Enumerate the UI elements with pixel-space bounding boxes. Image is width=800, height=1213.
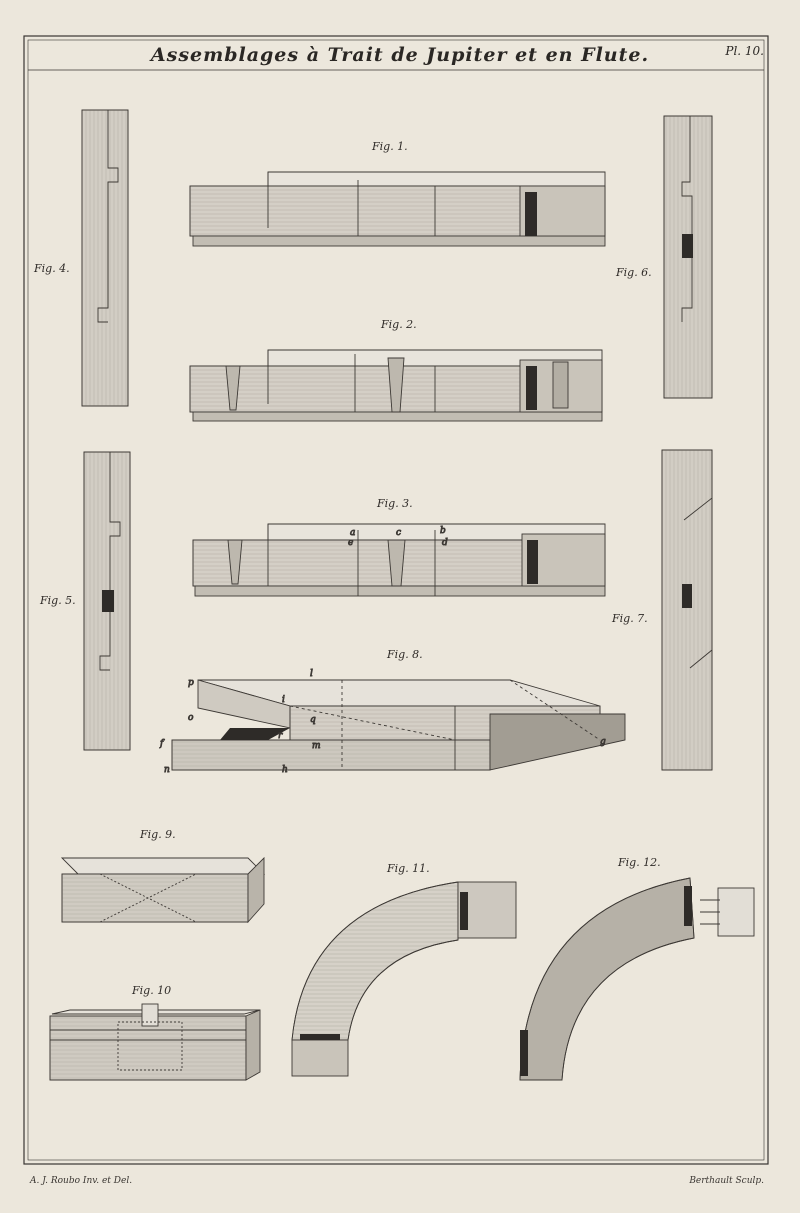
figure-8-drawing: p l i o q f r m n h g [159,669,626,775]
fig-5-label: Fig. 5. [40,594,76,607]
fig-6-label: Fig. 6. [616,266,652,279]
credit-engraver: Berthault Sculp. [689,1176,764,1186]
fig-7-label: Fig. 7. [612,612,648,625]
figure-3-drawing: a c b e d [192,523,606,597]
figure-12-drawing [519,877,755,1081]
fig-1-label: Fig. 1. [372,140,408,153]
fig8-letter-r: r [278,731,283,741]
figure-5-drawing [83,451,131,751]
fig8-letter-i: i [282,695,285,705]
figure-6-drawing [663,115,713,399]
figure-9-drawing [60,856,266,924]
figure-10-drawing [49,1003,261,1081]
fig-9-label: Fig. 9. [140,828,176,841]
fig8-letter-o: o [188,713,194,723]
fig8-letter-g: g [600,737,606,747]
figure-11-drawing [291,881,517,1077]
fig8-letter-n: n [164,765,170,775]
plate-title: Assemblages à Trait de Jupiter et en Flu… [150,44,650,66]
credit-inventor: A. J. Roubo Inv. et Del. [30,1176,133,1186]
fig-4-label: Fig. 4. [34,262,70,275]
fig3-letter-c: c [396,528,401,538]
fig8-letter-q: q [310,715,316,725]
fig-12-label: Fig. 12. [618,856,661,869]
figure-4-drawing [81,109,129,407]
fig3-letter-e: e [348,538,353,548]
plate-number: Pl. 10. [725,44,764,58]
fig8-letter-l: l [310,669,313,679]
figure-7-drawing [661,449,713,771]
fig8-letter-f: f [159,739,165,749]
fig8-letter-p: p [188,678,194,688]
fig-11-label: Fig. 11. [387,862,430,875]
fig-8-label: Fig. 8. [387,648,423,661]
fig3-letter-b: b [440,526,446,536]
figure-2-drawing [189,349,603,422]
fig3-letter-a: a [350,528,355,538]
fig8-letter-m: m [312,741,321,751]
plate-border [23,35,769,1165]
fig-10-label: Fig. 10 [132,984,172,997]
fig-3-label: Fig. 3. [377,497,413,510]
fig3-letter-d: d [442,538,448,548]
fig8-letter-h: h [282,765,288,775]
figure-1-drawing [189,171,606,247]
fig-2-label: Fig. 2. [381,318,417,331]
